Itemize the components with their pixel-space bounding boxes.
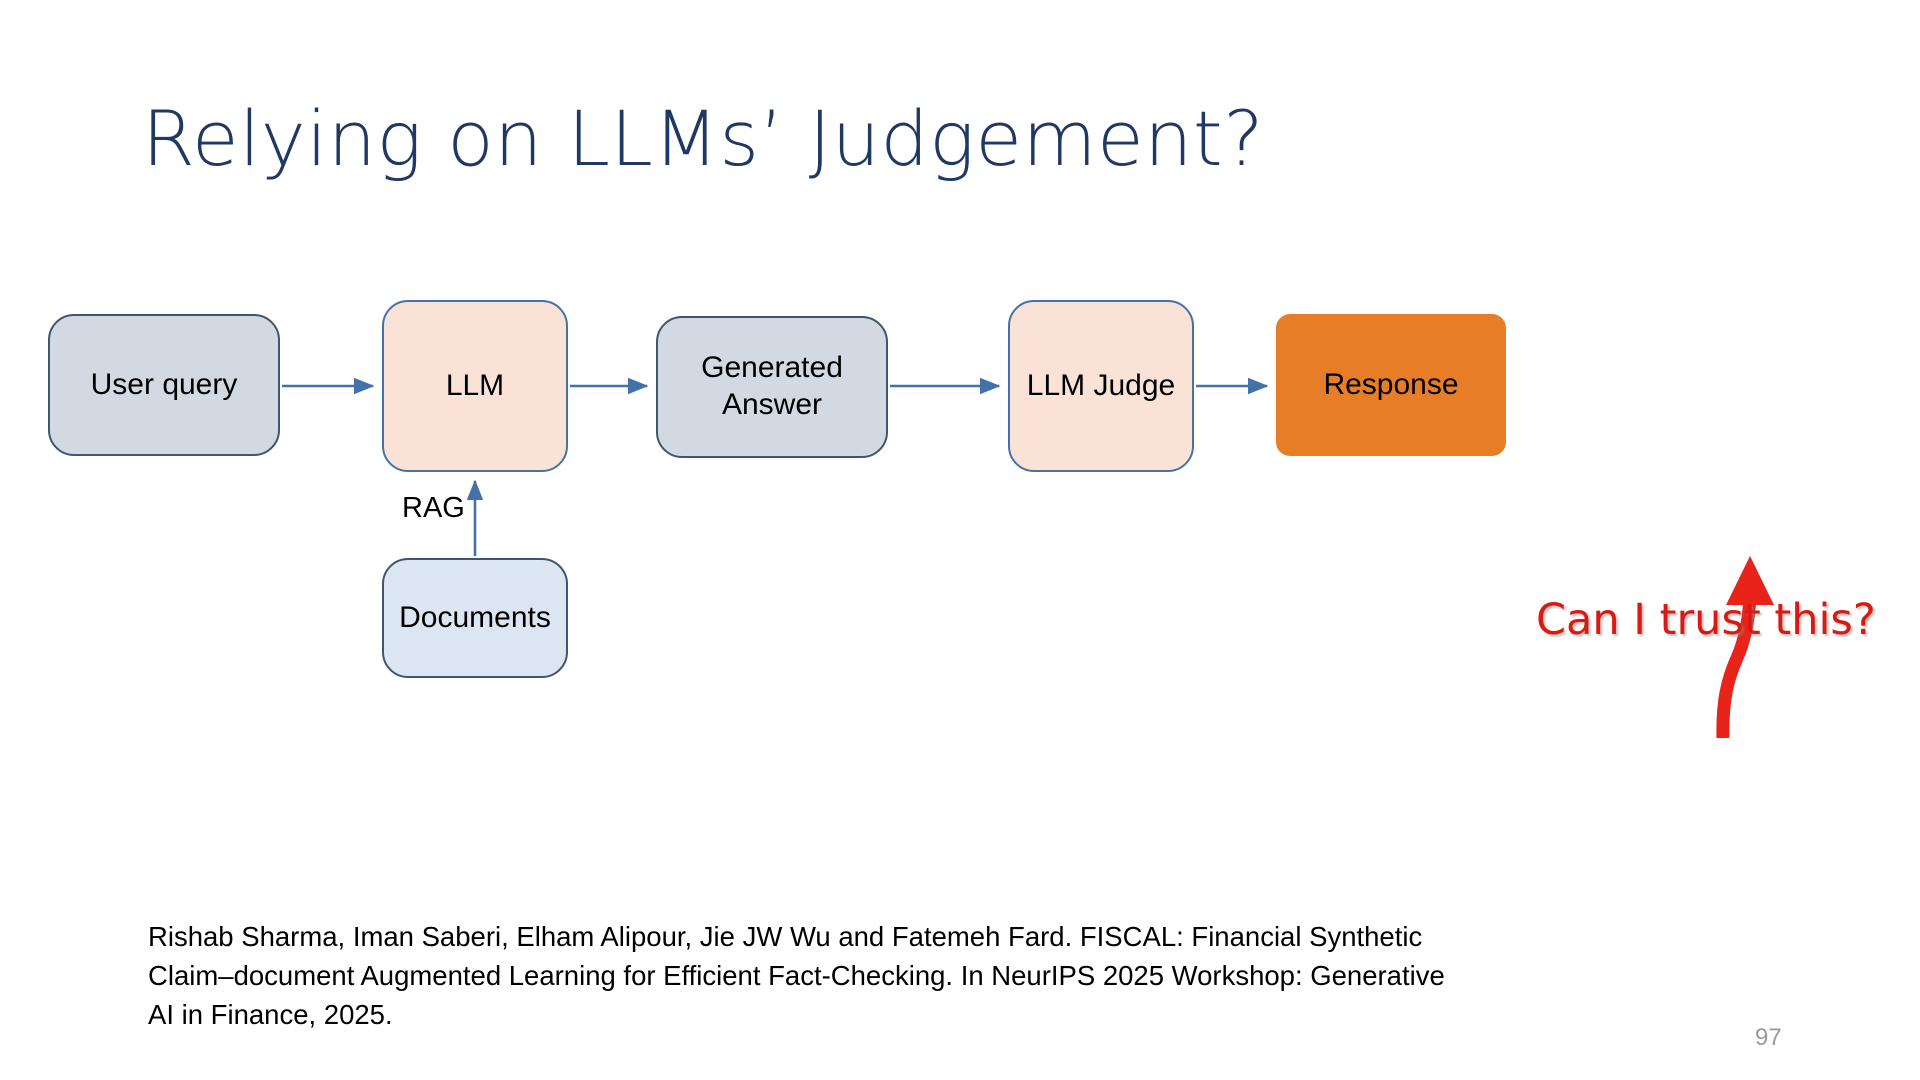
citation-line-2: Claim–document Augmented Learning for Ef… xyxy=(148,960,1445,992)
page-title: Relying on LLMs’ Judgement? xyxy=(142,94,1265,183)
node-documents[interactable]: Documents xyxy=(382,558,568,678)
node-response[interactable]: Response xyxy=(1276,314,1506,456)
node-generated-answer-line1: Generated xyxy=(701,351,843,385)
citation-line-3: AI in Finance, 2025. xyxy=(148,999,393,1031)
trust-callout-text: Can I trust this? xyxy=(1536,595,1876,645)
node-generated-answer[interactable]: Generated Answer xyxy=(656,316,888,458)
citation-block: Rishab Sharma, Iman Saberi, Elham Alipou… xyxy=(148,917,1538,1034)
node-user-query[interactable]: User query xyxy=(48,314,280,456)
node-llm-judge[interactable]: LLM Judge xyxy=(1008,300,1194,472)
red-callout-arrow xyxy=(1716,556,1774,739)
edge-label-rag: RAG xyxy=(402,492,465,524)
citation-line-1: Rishab Sharma, Iman Saberi, Elham Alipou… xyxy=(148,921,1423,952)
node-llm[interactable]: LLM xyxy=(382,300,568,472)
node-generated-answer-line2: Answer xyxy=(721,388,823,421)
page-number: 97 xyxy=(1755,1024,1782,1051)
